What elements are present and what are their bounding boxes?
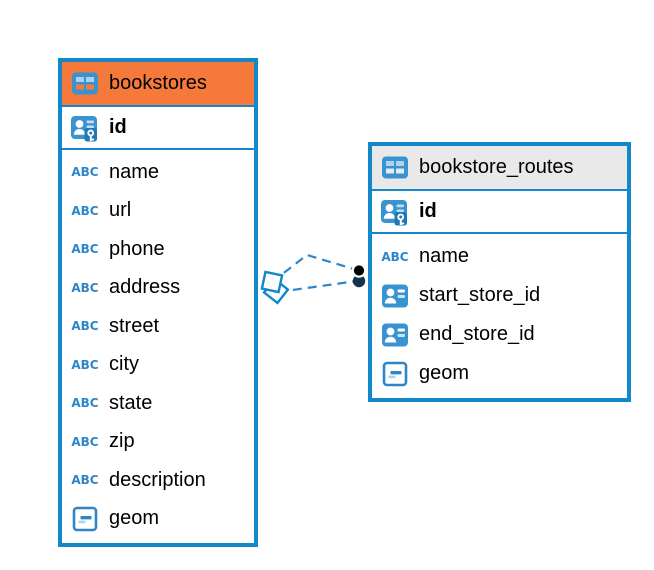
primary-key-icon: [70, 113, 100, 143]
column-name: city: [109, 353, 139, 376]
column-row[interactable]: ABC url: [62, 192, 254, 231]
primary-key-row[interactable]: id: [62, 107, 254, 150]
primary-key-name: id: [109, 116, 127, 138]
column-name: url: [109, 199, 132, 222]
text-type-icon: ABC: [71, 242, 99, 257]
column-row[interactable]: ABC name: [62, 153, 254, 192]
column-row[interactable]: ABC zip: [62, 423, 254, 462]
column-row[interactable]: ABC phone: [62, 230, 254, 269]
primary-key-name: id: [419, 200, 437, 222]
column-name: phone: [109, 237, 165, 260]
cardinality-diamond-markers: [260, 270, 290, 305]
column-name: end_store_id: [419, 323, 535, 345]
table-header[interactable]: bookstore_routes: [372, 146, 627, 191]
column-name: state: [109, 391, 153, 414]
reference-type-icon: [380, 322, 410, 348]
column-row[interactable]: start_store_id: [372, 276, 627, 315]
geometry-type-icon: [380, 361, 410, 387]
table-header[interactable]: bookstores: [62, 62, 254, 107]
table-icon: [70, 72, 100, 95]
text-type-icon: ABC: [71, 165, 99, 180]
column-name: description: [109, 468, 206, 491]
column-row[interactable]: ABC street: [62, 307, 254, 346]
column-name: name: [419, 245, 470, 267]
cardinality-dot-markers: [351, 263, 367, 288]
text-type-icon: ABC: [71, 396, 99, 411]
column-name: street: [109, 314, 160, 337]
relationship-line[interactable]: [271, 253, 358, 283]
text-type-icon: ABC: [71, 280, 99, 295]
column-name: address: [109, 276, 181, 299]
text-type-icon: ABC: [381, 249, 409, 264]
column-row[interactable]: ABC description: [62, 461, 254, 500]
table-name: bookstores: [109, 72, 207, 94]
column-row[interactable]: end_store_id: [372, 315, 627, 354]
text-type-icon: ABC: [71, 357, 99, 372]
column-row[interactable]: geom: [62, 500, 254, 539]
relationship-line[interactable]: [277, 279, 358, 294]
primary-key-row[interactable]: id: [372, 191, 627, 234]
relationship-edge-start-store[interactable]: [271, 253, 358, 283]
text-type-icon: ABC: [71, 319, 99, 334]
column-name: zip: [109, 430, 135, 453]
column-row[interactable]: ABC state: [62, 384, 254, 423]
geometry-type-icon: [70, 506, 100, 532]
text-type-icon: ABC: [71, 434, 99, 449]
primary-key-icon: [380, 197, 410, 227]
column-name: geom: [419, 362, 470, 384]
column-name: geom: [109, 507, 160, 530]
column-name: start_store_id: [419, 284, 541, 306]
column-name: name: [109, 160, 160, 183]
column-row[interactable]: ABC city: [62, 346, 254, 385]
table-icon: [380, 156, 410, 179]
column-row[interactable]: ABC name: [372, 237, 627, 276]
text-type-icon: ABC: [71, 203, 99, 218]
column-row[interactable]: ABC address: [62, 269, 254, 308]
dot-marker-black: [351, 263, 367, 278]
reference-type-icon: [380, 283, 410, 309]
relationship-edge-end-store[interactable]: [277, 279, 358, 294]
text-type-icon: ABC: [71, 473, 99, 488]
column-row[interactable]: geom: [372, 354, 627, 393]
table-name: bookstore_routes: [419, 156, 574, 178]
